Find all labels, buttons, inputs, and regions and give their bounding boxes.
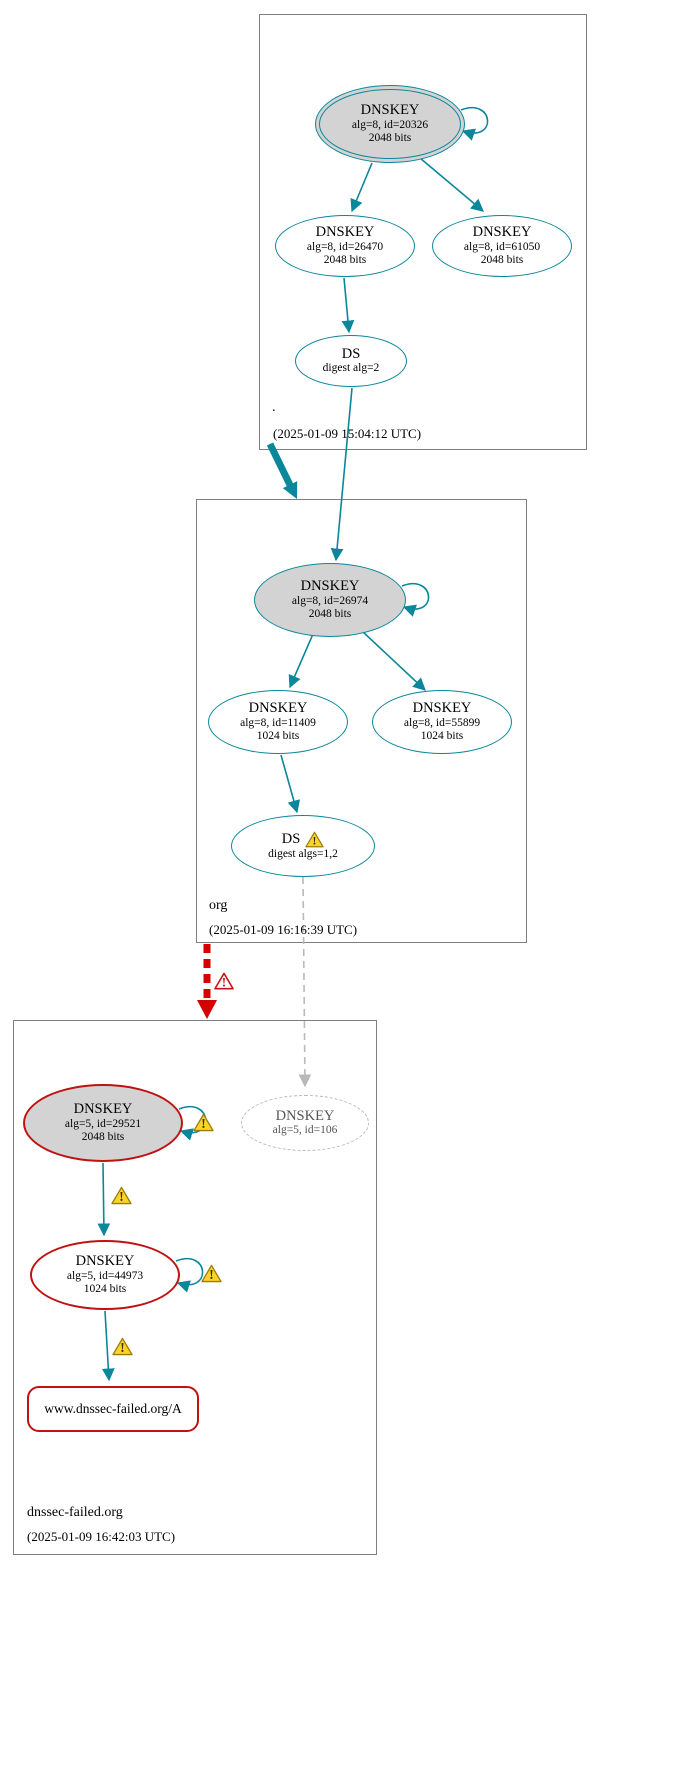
- svg-text:!: !: [119, 1189, 123, 1204]
- node-title: DNSKEY: [412, 699, 472, 716]
- dnskey-node-df-missing[interactable]: DNSKEY alg=5, id=106: [241, 1095, 369, 1151]
- node-detail: alg=5, id=44973: [66, 1269, 144, 1282]
- node-title: DNSKEY: [300, 577, 360, 594]
- node-title: DNSKEY: [73, 1100, 133, 1117]
- dnskey-node-org-zsk2[interactable]: DNSKEY alg=8, id=55899 1024 bits: [372, 690, 512, 754]
- dnskey-node-root-ksk[interactable]: DNSKEY alg=8, id=20326 2048 bits: [315, 85, 465, 163]
- zone-label-org: org: [209, 898, 228, 913]
- node-title: DS: [281, 830, 301, 847]
- node-detail: alg=8, id=26974: [291, 594, 369, 607]
- node-detail: 2048 bits: [81, 1131, 125, 1144]
- ds-node-org[interactable]: DS ! digest algs=1,2: [231, 815, 375, 877]
- node-title: DNSKEY: [315, 223, 375, 240]
- warning-icon: !: [305, 831, 324, 848]
- rrset-node-www-a[interactable]: www.dnssec-failed.org/A: [27, 1386, 199, 1432]
- node-detail: alg=8, id=20326: [351, 118, 429, 131]
- node-detail: digest algs=1,2: [268, 847, 338, 860]
- error-icon: !: [214, 972, 234, 990]
- dnskey-node-df-zsk[interactable]: DNSKEY alg=5, id=44973 1024 bits: [30, 1240, 180, 1310]
- node-detail: 2048 bits: [480, 254, 524, 267]
- warning-icon: !: [112, 1337, 133, 1356]
- zone-timestamp-org: (2025-01-09 16:16:39 UTC): [209, 922, 358, 937]
- node-detail: alg=8, id=26470: [306, 240, 384, 253]
- node-detail: digest alg=2: [322, 362, 380, 375]
- warning-icon: !: [201, 1264, 222, 1283]
- zone-label-root: .: [272, 400, 276, 415]
- zone-timestamp-root: (2025-01-09 15:04:12 UTC): [273, 426, 422, 441]
- node-detail: 2048 bits: [368, 132, 412, 145]
- warning-icon: !: [111, 1186, 132, 1205]
- node-detail: 1024 bits: [256, 730, 300, 743]
- dnskey-node-root-zsk2[interactable]: DNSKEY alg=8, id=61050 2048 bits: [432, 215, 572, 277]
- zone-label-dnssec-failed: dnssec-failed.org: [27, 1505, 123, 1520]
- node-title: DS: [341, 345, 361, 362]
- node-detail: 2048 bits: [308, 608, 352, 621]
- node-detail: alg=8, id=55899: [403, 716, 481, 729]
- warning-icon: !: [193, 1113, 214, 1132]
- node-detail: 2048 bits: [323, 254, 367, 267]
- svg-text:!: !: [313, 833, 317, 847]
- node-detail: alg=5, id=106: [272, 1124, 338, 1137]
- ds-node-root[interactable]: DS digest alg=2: [295, 335, 407, 387]
- node-detail: 1024 bits: [83, 1283, 127, 1296]
- svg-text:!: !: [201, 1116, 205, 1131]
- svg-text:!: !: [209, 1267, 213, 1282]
- node-title: DNSKEY: [275, 1107, 335, 1124]
- node-title: DNSKEY: [360, 101, 420, 118]
- dnskey-node-root-zsk1[interactable]: DNSKEY alg=8, id=26470 2048 bits: [275, 215, 415, 277]
- node-title: DNSKEY: [248, 699, 308, 716]
- node-detail: alg=5, id=29521: [64, 1117, 142, 1130]
- dnskey-node-org-ksk[interactable]: DNSKEY alg=8, id=26974 2048 bits: [254, 563, 406, 637]
- svg-text:!: !: [120, 1340, 124, 1355]
- dnskey-node-df-ksk[interactable]: DNSKEY alg=5, id=29521 2048 bits: [23, 1084, 183, 1162]
- zone-timestamp-dnssec-failed: (2025-01-09 16:42:03 UTC): [27, 1529, 176, 1544]
- node-detail: alg=8, id=11409: [240, 716, 316, 729]
- svg-text:!: !: [222, 975, 226, 989]
- node-detail: alg=8, id=61050: [463, 240, 541, 253]
- node-detail: 1024 bits: [420, 730, 464, 743]
- rrset-label: www.dnssec-failed.org/A: [44, 1401, 182, 1416]
- dnskey-node-org-zsk1[interactable]: DNSKEY alg=8, id=11409 1024 bits: [208, 690, 348, 754]
- node-title: DNSKEY: [472, 223, 532, 240]
- node-title: DNSKEY: [75, 1252, 135, 1269]
- edge-delegation-root-org: [266, 442, 298, 499]
